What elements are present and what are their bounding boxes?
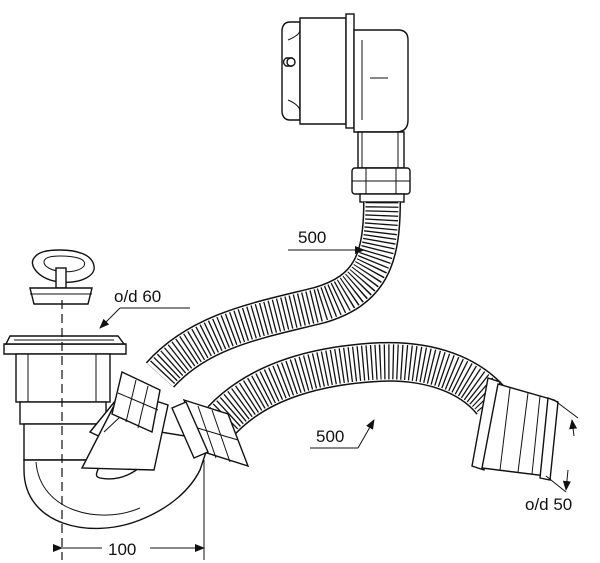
upper-corrugated-hose [145,201,401,389]
outlet-spigot [471,377,559,481]
hose-lower-length-label: 500 [316,427,344,446]
leader-500-upper: 500 [288,228,365,254]
stopper [29,249,95,305]
od60-label: o/d 60 [114,287,161,306]
overflow-head [281,13,411,203]
dimension-od50: o/d 50 [525,399,579,514]
lower-hose-nut [171,398,250,468]
dimension-100: 100 [53,538,205,559]
lower-corrugated-hose [207,341,508,435]
leader-500-lower: 500 [310,419,375,449]
hose-upper-length-label: 500 [298,228,326,247]
upper-hose-nut [111,370,161,434]
leader-od60: o/d 60 [99,287,190,329]
od50-label: o/d 50 [525,495,572,514]
dimension-100-label: 100 [108,540,136,559]
